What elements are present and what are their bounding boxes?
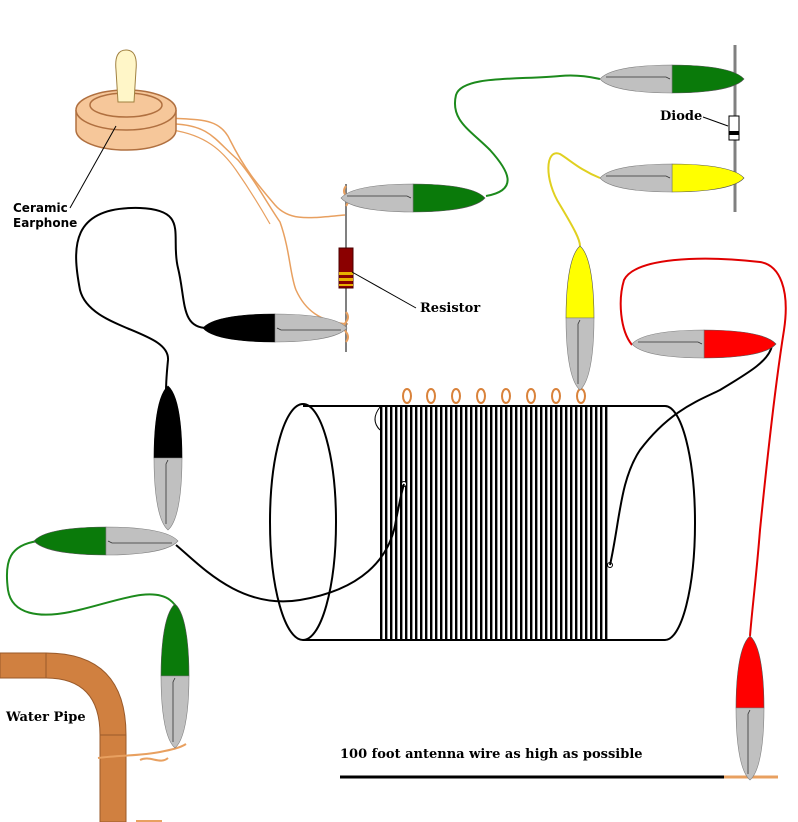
clip-yellow-coil bbox=[565, 245, 595, 391]
antenna-label: 100 foot antenna wire as high as possibl… bbox=[340, 747, 643, 762]
wire-green-lower bbox=[5, 540, 177, 616]
clip-green-resistor bbox=[340, 183, 486, 213]
earphone-label-line2: Earphone bbox=[13, 216, 78, 230]
clip-black-lower bbox=[153, 385, 183, 531]
coil-form-cylinder bbox=[269, 403, 696, 641]
clip-black-earphone bbox=[202, 313, 348, 343]
wire-red bbox=[619, 257, 787, 637]
coil-winding bbox=[374, 406, 613, 639]
resistor-leader-line bbox=[351, 271, 417, 309]
wire-yellow bbox=[547, 152, 601, 247]
wire-black-earphone bbox=[75, 206, 211, 393]
diode-label: Diode bbox=[660, 109, 703, 124]
earphone-label-line1: Ceramic bbox=[13, 201, 68, 215]
wire-green-top bbox=[453, 74, 601, 197]
wire-earphone-copper-a bbox=[169, 117, 346, 219]
wire-black-coil bbox=[175, 483, 405, 603]
wire-black-coil-right bbox=[609, 344, 773, 566]
alligator-clips bbox=[33, 64, 777, 781]
wire-earphone-copper-b bbox=[175, 123, 349, 325]
clip-green-lower bbox=[33, 526, 179, 556]
water-pipe bbox=[0, 652, 162, 822]
wire-earphone-copper-c bbox=[171, 129, 271, 225]
clip-yellow-diode bbox=[599, 163, 745, 193]
earphone-leader-line bbox=[69, 125, 117, 209]
water-pipe-label: Water Pipe bbox=[6, 710, 86, 725]
wire-ground-copper bbox=[97, 743, 187, 762]
resistor-label: Resistor bbox=[420, 301, 481, 316]
clip-red-coil bbox=[631, 329, 777, 359]
diode-leader-line bbox=[702, 116, 729, 127]
coil-tap-loops bbox=[402, 388, 586, 404]
ceramic-earphone bbox=[75, 49, 177, 151]
diode bbox=[728, 45, 740, 212]
clip-green-pipe bbox=[160, 603, 190, 749]
clip-red-antenna bbox=[735, 635, 765, 781]
clip-green-diode bbox=[599, 64, 745, 94]
